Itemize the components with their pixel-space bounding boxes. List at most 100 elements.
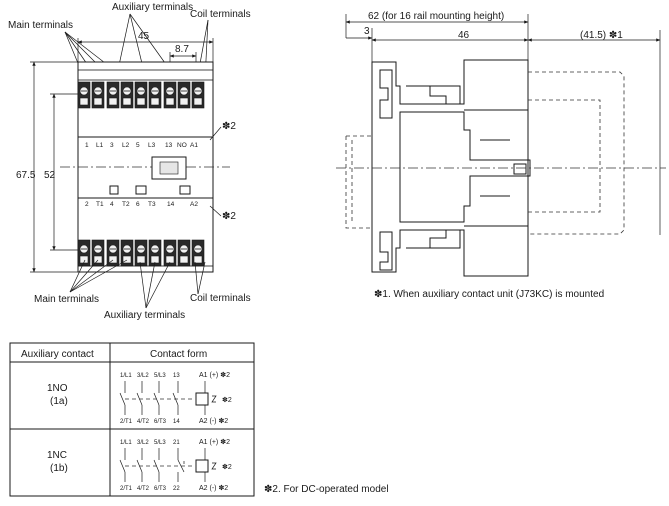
body-notch-left xyxy=(135,185,147,195)
contact-bottom-label: 6/T3 xyxy=(154,419,167,425)
contact-bottom-label: 22 xyxy=(173,486,180,492)
contact-top-label: 21 xyxy=(173,440,180,446)
bottom-terminal-screw xyxy=(148,239,162,267)
contact-top-label: 3/L2 xyxy=(137,440,149,446)
side-detail-lower-left xyxy=(379,231,393,271)
contact-bottom-label: 2/T1 xyxy=(120,419,133,425)
side-rail-clip xyxy=(513,163,527,175)
leader-lines-bottom xyxy=(69,259,206,309)
top-terminal-label: 3 xyxy=(110,142,114,149)
top-terminal-screw xyxy=(77,81,91,109)
table-header-aux-contact: Auxiliary contact xyxy=(21,349,94,360)
top-terminal-label: A1 xyxy=(190,142,198,149)
contact-symbol xyxy=(177,448,185,482)
bottom-terminal-screws xyxy=(77,239,214,273)
dim-offset-value: 3 xyxy=(364,26,370,37)
dim-width-value: 45 xyxy=(138,31,150,42)
coil-a2-label: A2 (-) ✽2 xyxy=(199,417,228,425)
contact-symbol xyxy=(172,381,179,415)
top-terminal-screw xyxy=(91,81,105,109)
indicator-window-inner xyxy=(159,161,179,175)
note2-marker-top: ✽2 xyxy=(222,121,236,132)
body-notch-small xyxy=(109,185,119,195)
top-terminal-screw xyxy=(106,81,120,109)
contact-bottom-label: 6/T3 xyxy=(154,486,167,492)
bottom-terminal-label: T1 xyxy=(96,201,104,208)
row-1nc-sub: (1b) xyxy=(50,463,68,474)
top-terminal-label: L2 xyxy=(122,142,130,149)
contact-bottom-label: 4/T2 xyxy=(137,486,150,492)
top-terminal-screw xyxy=(148,81,162,109)
note1-text: ✽1. When auxiliary contact unit (J73KC) … xyxy=(374,289,604,300)
top-terminal-label: L3 xyxy=(148,142,156,149)
contact-symbol xyxy=(119,448,126,482)
label-aux-terminals-top: Auxiliary terminals xyxy=(112,2,193,13)
contact-symbol xyxy=(153,381,160,415)
top-terminal-label: NO xyxy=(177,142,187,149)
coil-mid-label: ✽2 xyxy=(222,463,232,471)
dim-body-value: 46 xyxy=(458,30,470,41)
label-coil-terminals-top: Coil terminals xyxy=(190,9,251,20)
bottom-terminal-screw xyxy=(77,239,91,267)
top-terminal-screw xyxy=(191,81,205,109)
top-terminal-label: L1 xyxy=(96,142,104,149)
contact-top-label: 1/L1 xyxy=(120,373,132,379)
contact-bottom-label: 4/T2 xyxy=(137,419,150,425)
dim-height-inner-value: 52 xyxy=(44,170,56,181)
top-terminal-screw xyxy=(134,81,148,109)
label-coil-terminals-bottom: Coil terminals xyxy=(190,293,251,304)
top-terminal-screw xyxy=(163,81,177,109)
contact-symbol xyxy=(119,381,126,415)
bottom-terminal-label: T3 xyxy=(148,201,156,208)
side-detail-top-channel xyxy=(406,85,461,104)
contact-top-label: 5/L3 xyxy=(154,373,166,379)
contact-top-label: 13 xyxy=(173,373,180,379)
bottom-terminal-screw xyxy=(106,239,120,267)
dim-height-outer-value: 67.5 xyxy=(16,170,36,181)
body-notch-right xyxy=(179,185,191,195)
bottom-terminal-screw xyxy=(91,239,105,267)
bottom-terminal-screw xyxy=(134,239,148,267)
side-detail-bottom-channel xyxy=(406,230,461,249)
side-body-outline xyxy=(371,59,529,277)
front-view: Auxiliary terminals Main terminals Coil … xyxy=(8,2,251,321)
contact-symbol xyxy=(153,448,160,482)
bottom-terminal-screw xyxy=(120,239,134,267)
rail-dashed-outline xyxy=(345,135,372,229)
side-view: 62 (for 16 rail mounting height) 3 46 (4… xyxy=(336,11,666,300)
row-1no-name: 1NO xyxy=(47,383,68,394)
bottom-terminal-rail xyxy=(77,265,214,273)
row-1no-sub: (1a) xyxy=(50,396,68,407)
contact-bottom-label: 14 xyxy=(173,419,180,425)
note2-marker-bottom: ✽2 xyxy=(222,211,236,222)
contact-top-label: 3/L2 xyxy=(137,373,149,379)
row-1nc-name: 1NC xyxy=(47,450,67,461)
top-terminal-label: 5 xyxy=(136,142,140,149)
bottom-terminal-label: 6 xyxy=(136,201,140,208)
coil-symbol xyxy=(195,448,217,482)
contact-top-label: 1/L1 xyxy=(120,440,132,446)
bottom-terminal-screw xyxy=(191,239,205,267)
bottom-terminal-label: A2 xyxy=(190,201,198,208)
top-terminal-label: 13 xyxy=(165,142,173,149)
top-terminal-screw xyxy=(120,81,134,109)
contact-symbol xyxy=(136,381,143,415)
contact-form-table: Auxiliary contact Contact form 1NO (1a) … xyxy=(9,342,255,497)
label-aux-terminals-bottom: Auxiliary terminals xyxy=(104,310,185,321)
coil-symbol xyxy=(195,381,217,415)
dim-pitch-value: 8.7 xyxy=(175,44,189,55)
label-main-terminals-bottom: Main terminals xyxy=(34,294,99,305)
coil-mid-label: ✽2 xyxy=(222,396,232,404)
side-detail-upper-left xyxy=(379,69,393,119)
contact-top-label: 5/L3 xyxy=(154,440,166,446)
bottom-terminal-screw xyxy=(163,239,177,267)
note2-leader-bottom xyxy=(209,205,222,217)
aux-unit-dashed-outline xyxy=(528,71,625,235)
side-body-middle xyxy=(399,111,531,223)
